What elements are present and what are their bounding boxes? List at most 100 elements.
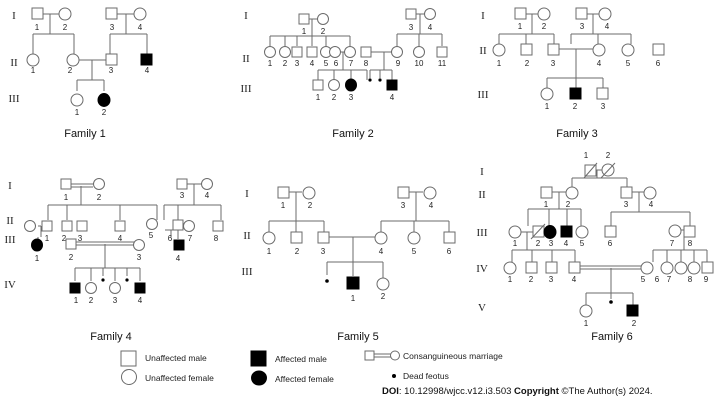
generation-label-II: II: [10, 57, 18, 69]
svg-text:4: 4: [428, 23, 433, 32]
male-unaffected: [41, 220, 53, 232]
male-unaffected: [520, 43, 533, 56]
generation-label-V: V: [478, 302, 486, 314]
svg-text:2: 2: [381, 292, 386, 301]
svg-text:2: 2: [102, 108, 107, 117]
female-unaffected: [598, 7, 612, 21]
svg-text:2: 2: [542, 22, 547, 31]
female-unaffected: [492, 43, 506, 57]
svg-text:1: 1: [31, 66, 36, 75]
legend-affected-male: Affected male: [275, 354, 327, 364]
male-unaffected: [701, 261, 714, 274]
male-unaffected: [306, 46, 318, 58]
svg-text:1: 1: [497, 59, 502, 68]
male-unaffected: [298, 13, 310, 25]
family-1-title: Family 1: [64, 128, 106, 140]
female-unaffected: [26, 53, 40, 67]
male-unaffected: [514, 7, 527, 20]
dead-foetus: [609, 300, 613, 304]
svg-text:3: 3: [295, 59, 300, 68]
male-unaffected: [683, 225, 696, 238]
svg-text:2: 2: [321, 27, 326, 36]
svg-text:6: 6: [656, 59, 661, 68]
female-affected: [543, 225, 557, 239]
female-unaffected: [391, 46, 403, 58]
svg-text:8: 8: [688, 239, 693, 248]
svg-text:3: 3: [349, 93, 354, 102]
generation-label-II: II: [242, 53, 250, 65]
female-unaffected: [537, 7, 551, 21]
female-unaffected: [668, 224, 682, 238]
svg-text:1: 1: [584, 151, 589, 160]
dead-foetus: [378, 78, 382, 82]
male-unaffected: [545, 261, 558, 274]
family-4-title: Family 4: [90, 331, 132, 343]
svg-text:2: 2: [632, 319, 637, 328]
female-unaffected: [262, 231, 276, 245]
svg-text:2: 2: [69, 253, 74, 262]
svg-text:5: 5: [580, 239, 585, 248]
generation-label-I: I: [12, 10, 16, 22]
copyright-label: Copyright: [514, 386, 559, 397]
female-unaffected: [279, 46, 291, 58]
family-3-title: Family 3: [556, 128, 598, 140]
female-affected: [31, 238, 43, 252]
female-unaffected: [70, 93, 84, 107]
svg-text:9: 9: [704, 275, 709, 284]
svg-text:2: 2: [62, 234, 67, 243]
svg-text:3: 3: [580, 22, 585, 31]
female-unaffected: [183, 220, 195, 232]
legend-unaffected-male: Unaffected male: [145, 353, 207, 363]
dead-foetus: [101, 278, 105, 282]
doi-copyright-footer: DOI: 10.12998/wjcc.v12.i3.503 Copyright …: [382, 386, 653, 397]
legend-unaffected-male-icon: [120, 350, 137, 367]
svg-text:4: 4: [605, 22, 610, 31]
svg-text:9: 9: [396, 59, 401, 68]
female-unaffected: [264, 46, 276, 58]
family-5-title: Family 5: [337, 331, 379, 343]
svg-text:1: 1: [45, 234, 50, 243]
legend-affected-female-icon: [251, 370, 267, 386]
generation-label-I: I: [244, 10, 248, 22]
female-unaffected: [565, 186, 579, 200]
legend-consanguineous-line: [374, 353, 391, 358]
svg-text:4: 4: [118, 234, 123, 243]
female-unaffected: [328, 79, 340, 91]
generation-label-I: I: [8, 180, 12, 192]
svg-text:5: 5: [149, 231, 154, 240]
female-unaffected: [540, 87, 554, 101]
female-unaffected: [329, 46, 341, 58]
svg-text:4: 4: [138, 296, 143, 305]
male-unaffected: [652, 43, 665, 56]
svg-text:4: 4: [390, 93, 395, 102]
svg-text:3: 3: [401, 201, 406, 210]
svg-text:2: 2: [606, 151, 611, 160]
female-unaffected: [621, 43, 635, 57]
female-unaffected: [133, 239, 145, 251]
male-unaffected: [575, 7, 588, 20]
family-2-title: Family 2: [332, 128, 374, 140]
svg-text:8: 8: [214, 234, 219, 243]
generation-label-III: III: [9, 93, 20, 105]
legend-unaffected-female: Unaffected female: [145, 373, 214, 383]
female-unaffected: [24, 220, 36, 232]
female-unaffected: [85, 282, 97, 294]
female-unaffected: [66, 53, 80, 67]
svg-text:1: 1: [544, 200, 549, 209]
generation-label-I: I: [481, 10, 485, 22]
legend-affected-male-icon: [250, 350, 267, 367]
svg-text:6: 6: [168, 234, 173, 243]
male-affected: [69, 282, 81, 294]
male-unaffected: [405, 8, 417, 20]
svg-text:7: 7: [188, 234, 193, 243]
svg-text:2: 2: [566, 200, 571, 209]
generation-label-II: II: [243, 230, 251, 242]
male-unaffected: [540, 186, 553, 199]
svg-text:4: 4: [429, 201, 434, 210]
male-unaffected: [397, 186, 410, 199]
male-affected: [560, 225, 573, 238]
svg-text:7: 7: [349, 59, 354, 68]
svg-text:1: 1: [518, 22, 523, 31]
